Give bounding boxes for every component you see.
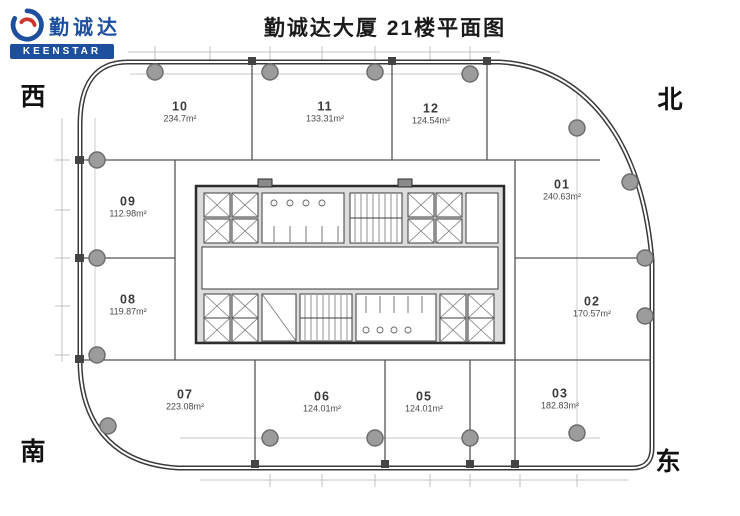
unit-label-06: 06 124.01m² <box>303 390 341 415</box>
unit-area: 234.7m² <box>163 114 197 125</box>
logo-name-banner: KEENSTAR <box>10 44 114 59</box>
unit-label-03: 03 182.83m² <box>541 387 579 412</box>
unit-number: 03 <box>552 386 568 401</box>
dimension-ticks <box>55 46 628 487</box>
unit-number: 01 <box>554 177 570 192</box>
service-core <box>194 178 506 345</box>
wall-junction-blocks <box>75 57 519 468</box>
machine-room <box>465 192 499 244</box>
shaft <box>261 293 297 342</box>
interior-walls <box>81 63 651 467</box>
columns <box>88 63 654 447</box>
restroom <box>355 293 437 342</box>
company-logo: 勤诚达 KEENSTAR <box>10 8 120 59</box>
compass-south: 南 <box>20 438 46 466</box>
unit-area: 223.08m² <box>165 402 205 413</box>
stairs <box>299 293 353 342</box>
unit-label-11: 11 133.31m² <box>306 100 344 125</box>
unit-label-01: 01 240.63m² <box>543 178 581 203</box>
unit-label-09: 09 112.98m² <box>109 195 146 220</box>
unit-number: 11 <box>317 99 333 114</box>
page-title: 勤诚达大厦 21楼平面图 <box>263 17 507 40</box>
unit-label-12: 12 124.54m² <box>412 102 450 127</box>
outer-wall <box>77 59 655 471</box>
unit-label-07: 07 223.08m² <box>166 388 204 413</box>
unit-area: 119.87m² <box>109 307 147 318</box>
unit-label-08: 08 119.87m² <box>109 293 146 318</box>
unit-area: 182.83m² <box>540 401 580 412</box>
unit-number: 08 <box>120 292 136 307</box>
unit-label-05: 05 124.01m² <box>405 390 443 415</box>
unit-area: 124.01m² <box>404 404 444 415</box>
unit-number: 06 <box>314 389 330 404</box>
unit-area: 124.01m² <box>302 404 342 415</box>
unit-number: 07 <box>177 387 193 402</box>
unit-number: 02 <box>584 294 600 309</box>
compass-west: 西 <box>20 83 46 111</box>
unit-label-10: 10 234.7m² <box>163 100 196 125</box>
unit-area: 133.31m² <box>305 114 345 125</box>
unit-area: 112.98m² <box>109 209 147 220</box>
stairs <box>349 192 403 244</box>
unit-number: 09 <box>120 194 136 209</box>
unit-label-02: 02 170.57m² <box>573 295 611 320</box>
unit-area: 170.57m² <box>572 309 612 320</box>
unit-number: 10 <box>172 99 188 114</box>
compass-east: 东 <box>655 448 681 476</box>
unit-area: 124.54m² <box>411 116 451 127</box>
unit-number: 05 <box>416 389 432 404</box>
logo-swirl-icon <box>10 8 44 42</box>
unit-number: 12 <box>423 101 439 116</box>
restroom <box>261 192 345 244</box>
compass-north: 北 <box>657 86 683 114</box>
logo-brand-text: 勤诚达 <box>49 16 121 39</box>
unit-area: 240.63m² <box>542 192 582 203</box>
